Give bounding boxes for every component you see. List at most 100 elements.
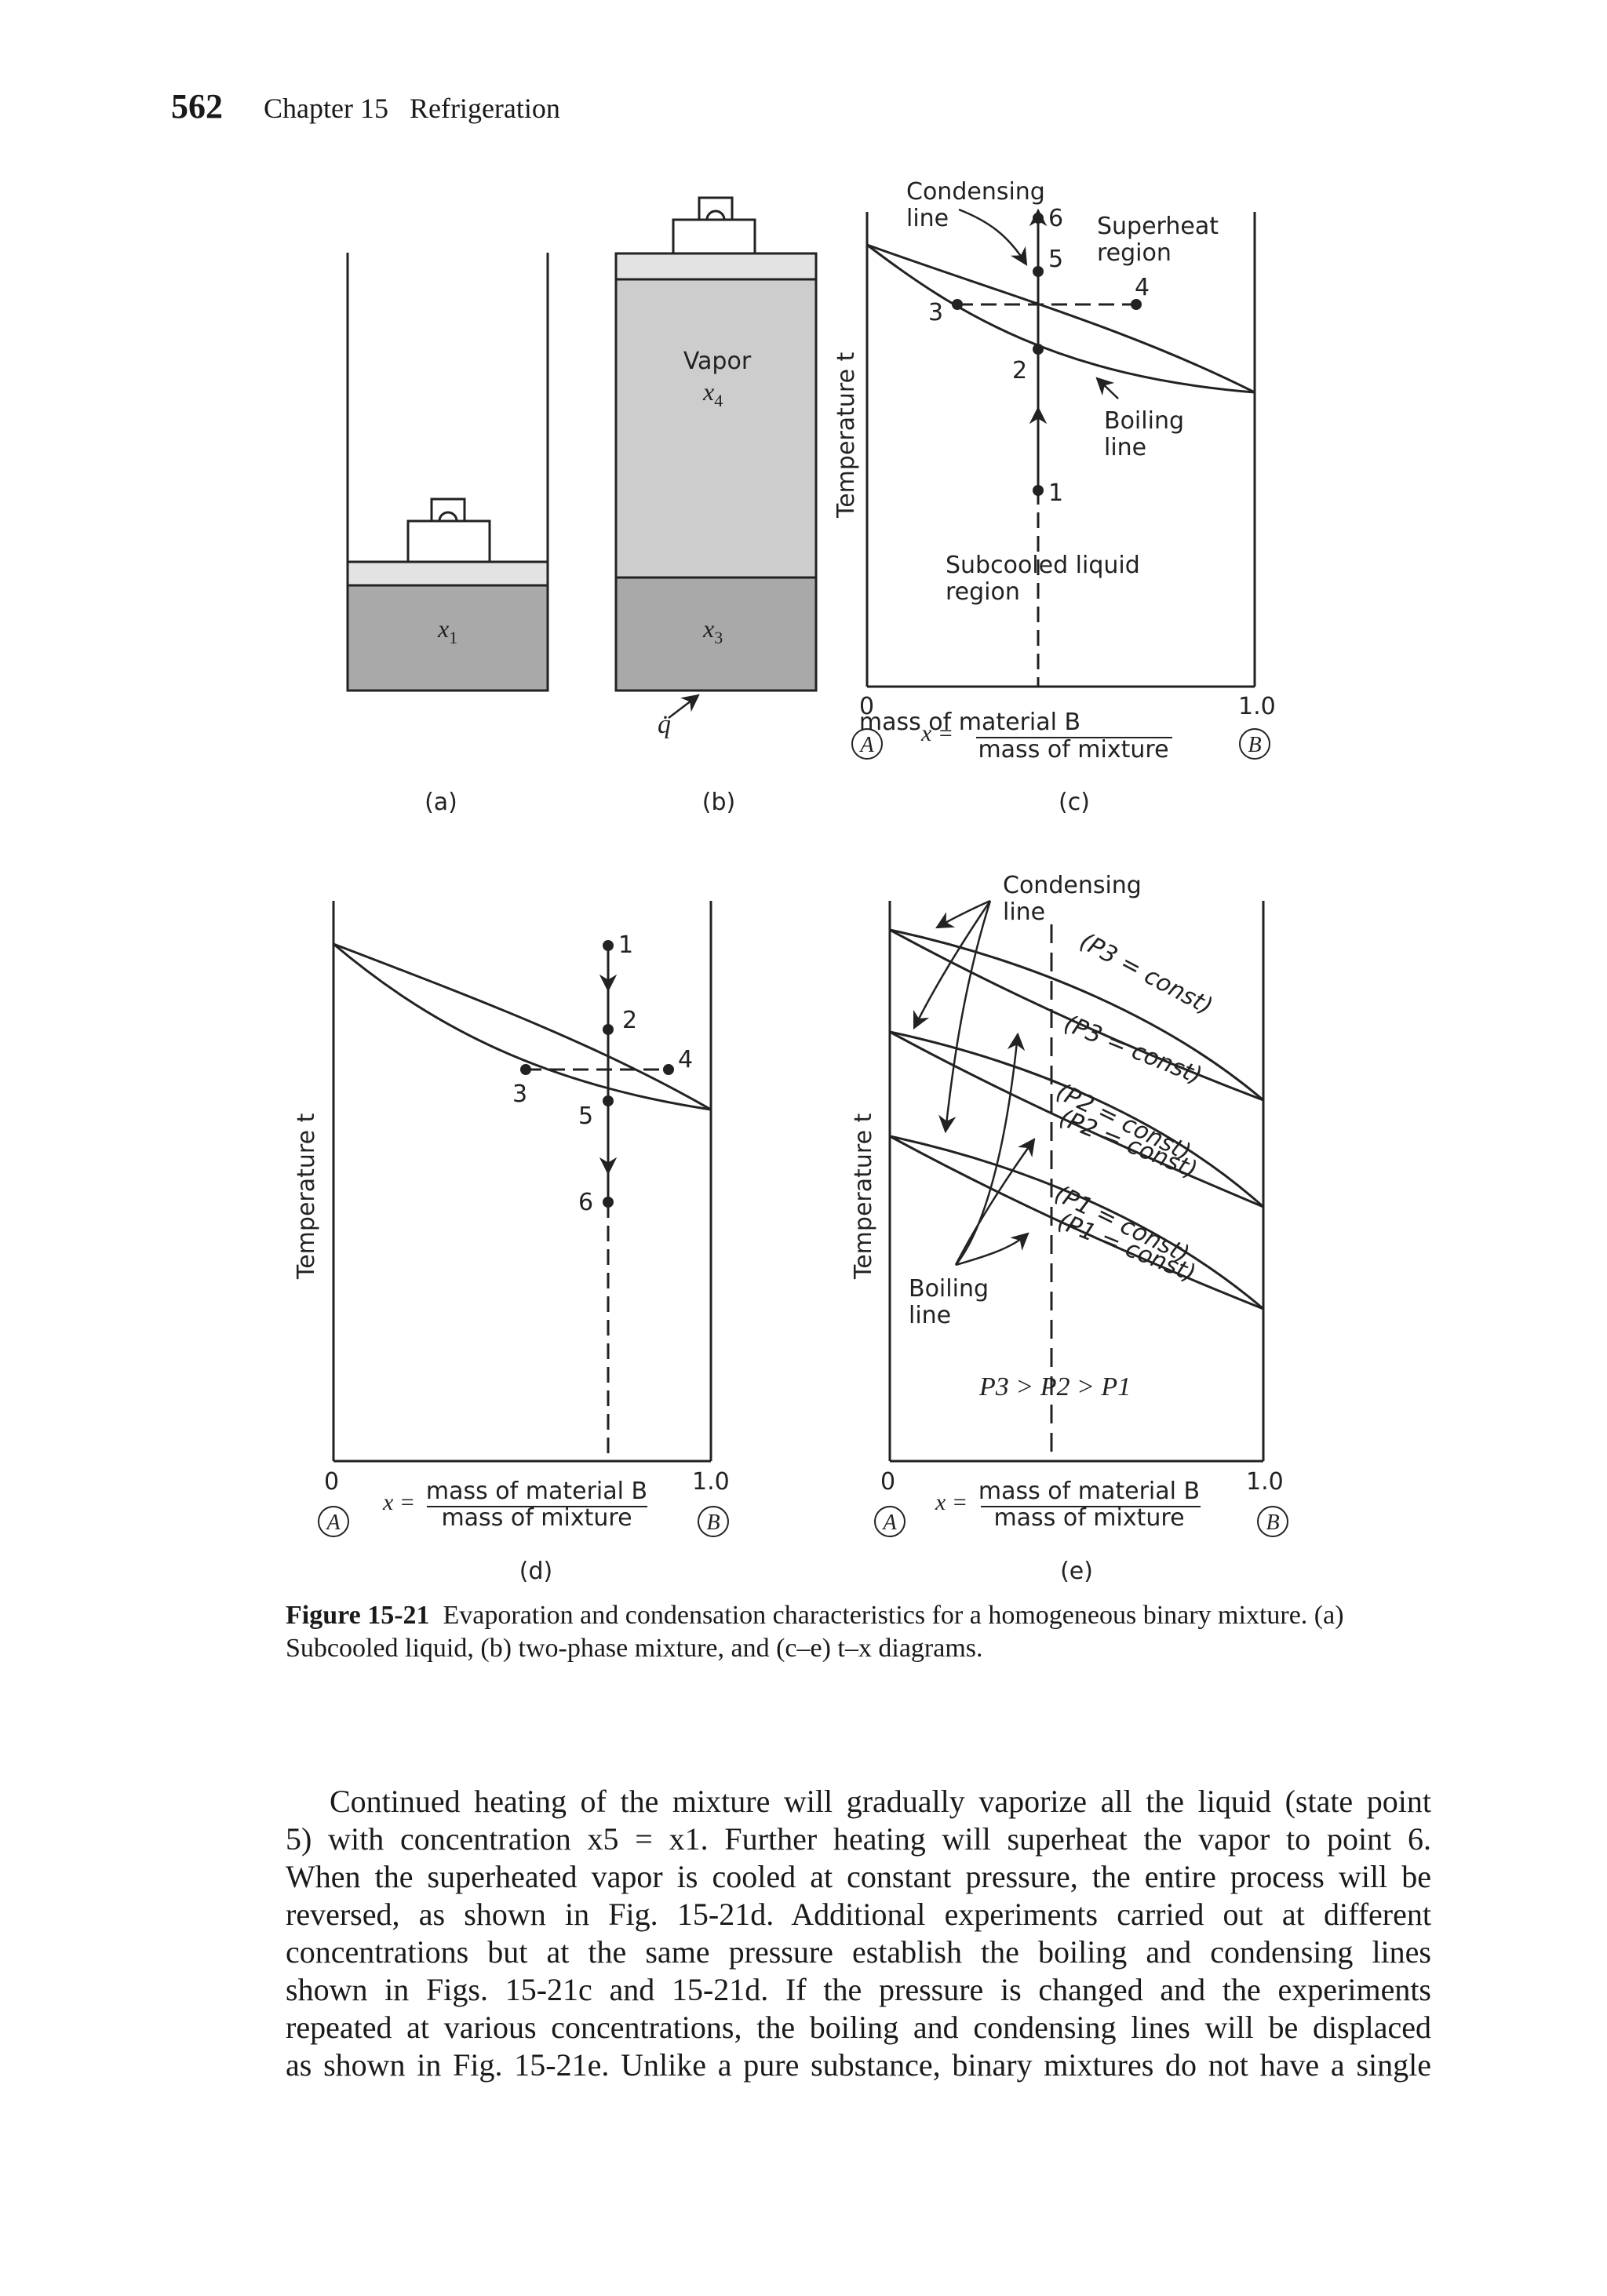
point-3 xyxy=(520,1064,531,1075)
panel-a-x1: x1 xyxy=(437,614,457,647)
subcooled-label-2: region xyxy=(946,578,1020,606)
heat-q: q̇ xyxy=(658,710,671,739)
panel-d-points xyxy=(520,940,674,1208)
p3-label-a: (P3 = const) xyxy=(1075,928,1217,1020)
vapor-x4: x4 xyxy=(702,377,723,410)
panel-a-label: (a) xyxy=(425,789,457,816)
condensing-label-2: line xyxy=(906,205,949,232)
point-4 xyxy=(1131,299,1142,310)
panel-e-xaxis: A B x = xyxy=(874,1489,1288,1537)
x-zero-c: 0 xyxy=(859,693,874,720)
x-eq-c: x = xyxy=(920,720,953,746)
body-line: repeated at various concentrations, the … xyxy=(286,2010,1431,2045)
ylabel-d: Temperature t xyxy=(293,1113,320,1280)
point-6 xyxy=(603,1197,614,1208)
point-4 xyxy=(663,1064,674,1075)
page-header: 562 Chapter 15 Refrigeration xyxy=(171,86,560,126)
label-6: 6 xyxy=(1048,205,1063,232)
panel-c-label: (c) xyxy=(1059,789,1090,816)
piston xyxy=(614,252,818,281)
body-line: shown in Figs. 15-21c and 15-21d. If the… xyxy=(286,1972,1431,2007)
vapor-label: Vapor xyxy=(683,348,752,375)
p3-label-b: (P3 = const) xyxy=(1060,1010,1206,1090)
caption-text: Evaporation and condensation characteris… xyxy=(286,1601,1344,1663)
x-den-c: mass of mixture xyxy=(978,736,1168,764)
ylabel-e: Temperature t xyxy=(850,1113,877,1280)
circle-a-e: A xyxy=(881,1511,897,1535)
x-one-c: 1.0 xyxy=(1238,693,1276,720)
point-2 xyxy=(603,1024,614,1035)
condensing-line xyxy=(866,243,1255,394)
x-zero-d: 0 xyxy=(324,1468,339,1496)
pressure-relation: P3 > P2 > P1 xyxy=(978,1372,1131,1401)
condensing-label-e-2: line xyxy=(1003,898,1045,926)
heat-arrow xyxy=(668,694,700,719)
boiling-line xyxy=(866,243,1255,394)
label-5: 5 xyxy=(1048,246,1063,273)
panel-a xyxy=(346,253,549,692)
point-3 xyxy=(952,299,963,310)
label-1: 1 xyxy=(618,931,633,959)
body-line: When the superheated vapor is cooled at … xyxy=(286,1859,1431,1894)
body-line: reversed, as shown in Fig. 15-21d. Addit… xyxy=(286,1897,1431,1932)
p3-boiling xyxy=(889,928,1264,1102)
condensing-label-e: Condensing xyxy=(1003,872,1142,899)
boiling-label: Boiling xyxy=(1104,407,1184,435)
panel-b xyxy=(614,196,818,719)
circle-b-e: B xyxy=(1266,1511,1279,1535)
circle-b-d: B xyxy=(706,1511,720,1535)
ylabel-c: Temperature t xyxy=(833,352,860,519)
circle-a-c: A xyxy=(858,733,874,757)
p3-condensing xyxy=(889,928,1264,1102)
point-5 xyxy=(1033,266,1044,277)
x-one-d: 1.0 xyxy=(692,1468,730,1496)
point-2 xyxy=(1033,344,1044,355)
label-4: 4 xyxy=(1135,274,1150,301)
p2-boiling xyxy=(889,1030,1264,1208)
label-1: 1 xyxy=(1048,479,1063,507)
condensing-label: Condensing xyxy=(906,178,1045,206)
panel-c-points xyxy=(952,213,1142,496)
point-6 xyxy=(1033,213,1044,224)
label-3: 3 xyxy=(512,1081,527,1108)
panel-c xyxy=(865,208,1256,688)
superheat-label-2: region xyxy=(1097,239,1172,267)
label-5: 5 xyxy=(578,1102,593,1130)
boiling-label-e: Boiling xyxy=(909,1275,989,1303)
vapor-region xyxy=(614,278,818,579)
label-2: 2 xyxy=(1012,357,1027,384)
x-eq-d: x = xyxy=(382,1489,415,1515)
label-3: 3 xyxy=(928,299,943,326)
panel-d-label: (d) xyxy=(519,1558,552,1585)
boiling-label-e-2: line xyxy=(909,1302,951,1329)
weight xyxy=(672,218,756,255)
chapter-label: Chapter 15 Refrigeration xyxy=(264,93,560,124)
label-6: 6 xyxy=(578,1189,593,1216)
body-line: concentrations but at the same pressure … xyxy=(286,1934,1431,1970)
panel-e xyxy=(888,899,1265,1463)
subcooled-label: Subcooled liquid xyxy=(946,552,1140,579)
piston xyxy=(346,560,549,587)
panel-e-label: (e) xyxy=(1060,1558,1093,1585)
condensing-line xyxy=(333,942,712,1111)
x-den-e: mass of mixture xyxy=(993,1504,1184,1532)
circle-a-d: A xyxy=(325,1511,341,1535)
label-4: 4 xyxy=(678,1046,693,1073)
label-2: 2 xyxy=(622,1007,637,1034)
x-one-e: 1.0 xyxy=(1246,1468,1284,1496)
figure-15-21: x1 (a) Vapor x4 x3 q̇ (b) 6 xyxy=(293,178,1288,1585)
x-zero-e: 0 xyxy=(880,1468,895,1496)
x-num-d: mass of material B xyxy=(426,1478,647,1505)
panel-d xyxy=(332,901,712,1463)
body-paragraph: Continued heating of the mixture will gr… xyxy=(286,1783,1431,2084)
panel-b-label: (b) xyxy=(702,789,735,816)
body-line: as shown in Fig. 15-21e. Unlike a pure s… xyxy=(286,2047,1431,2083)
body-line: Continued heating of the mixture will gr… xyxy=(330,1784,1431,1819)
liquid-region xyxy=(614,576,818,692)
p1-boiling xyxy=(889,1135,1264,1310)
x-eq-e: x = xyxy=(935,1489,967,1515)
subcooled-liquid xyxy=(346,584,549,692)
body-line: 5) with concentration x5 = x1. Further h… xyxy=(286,1821,1431,1857)
panel-c-xaxis: A B x = xyxy=(851,720,1270,760)
p1-condensing xyxy=(889,1135,1264,1310)
